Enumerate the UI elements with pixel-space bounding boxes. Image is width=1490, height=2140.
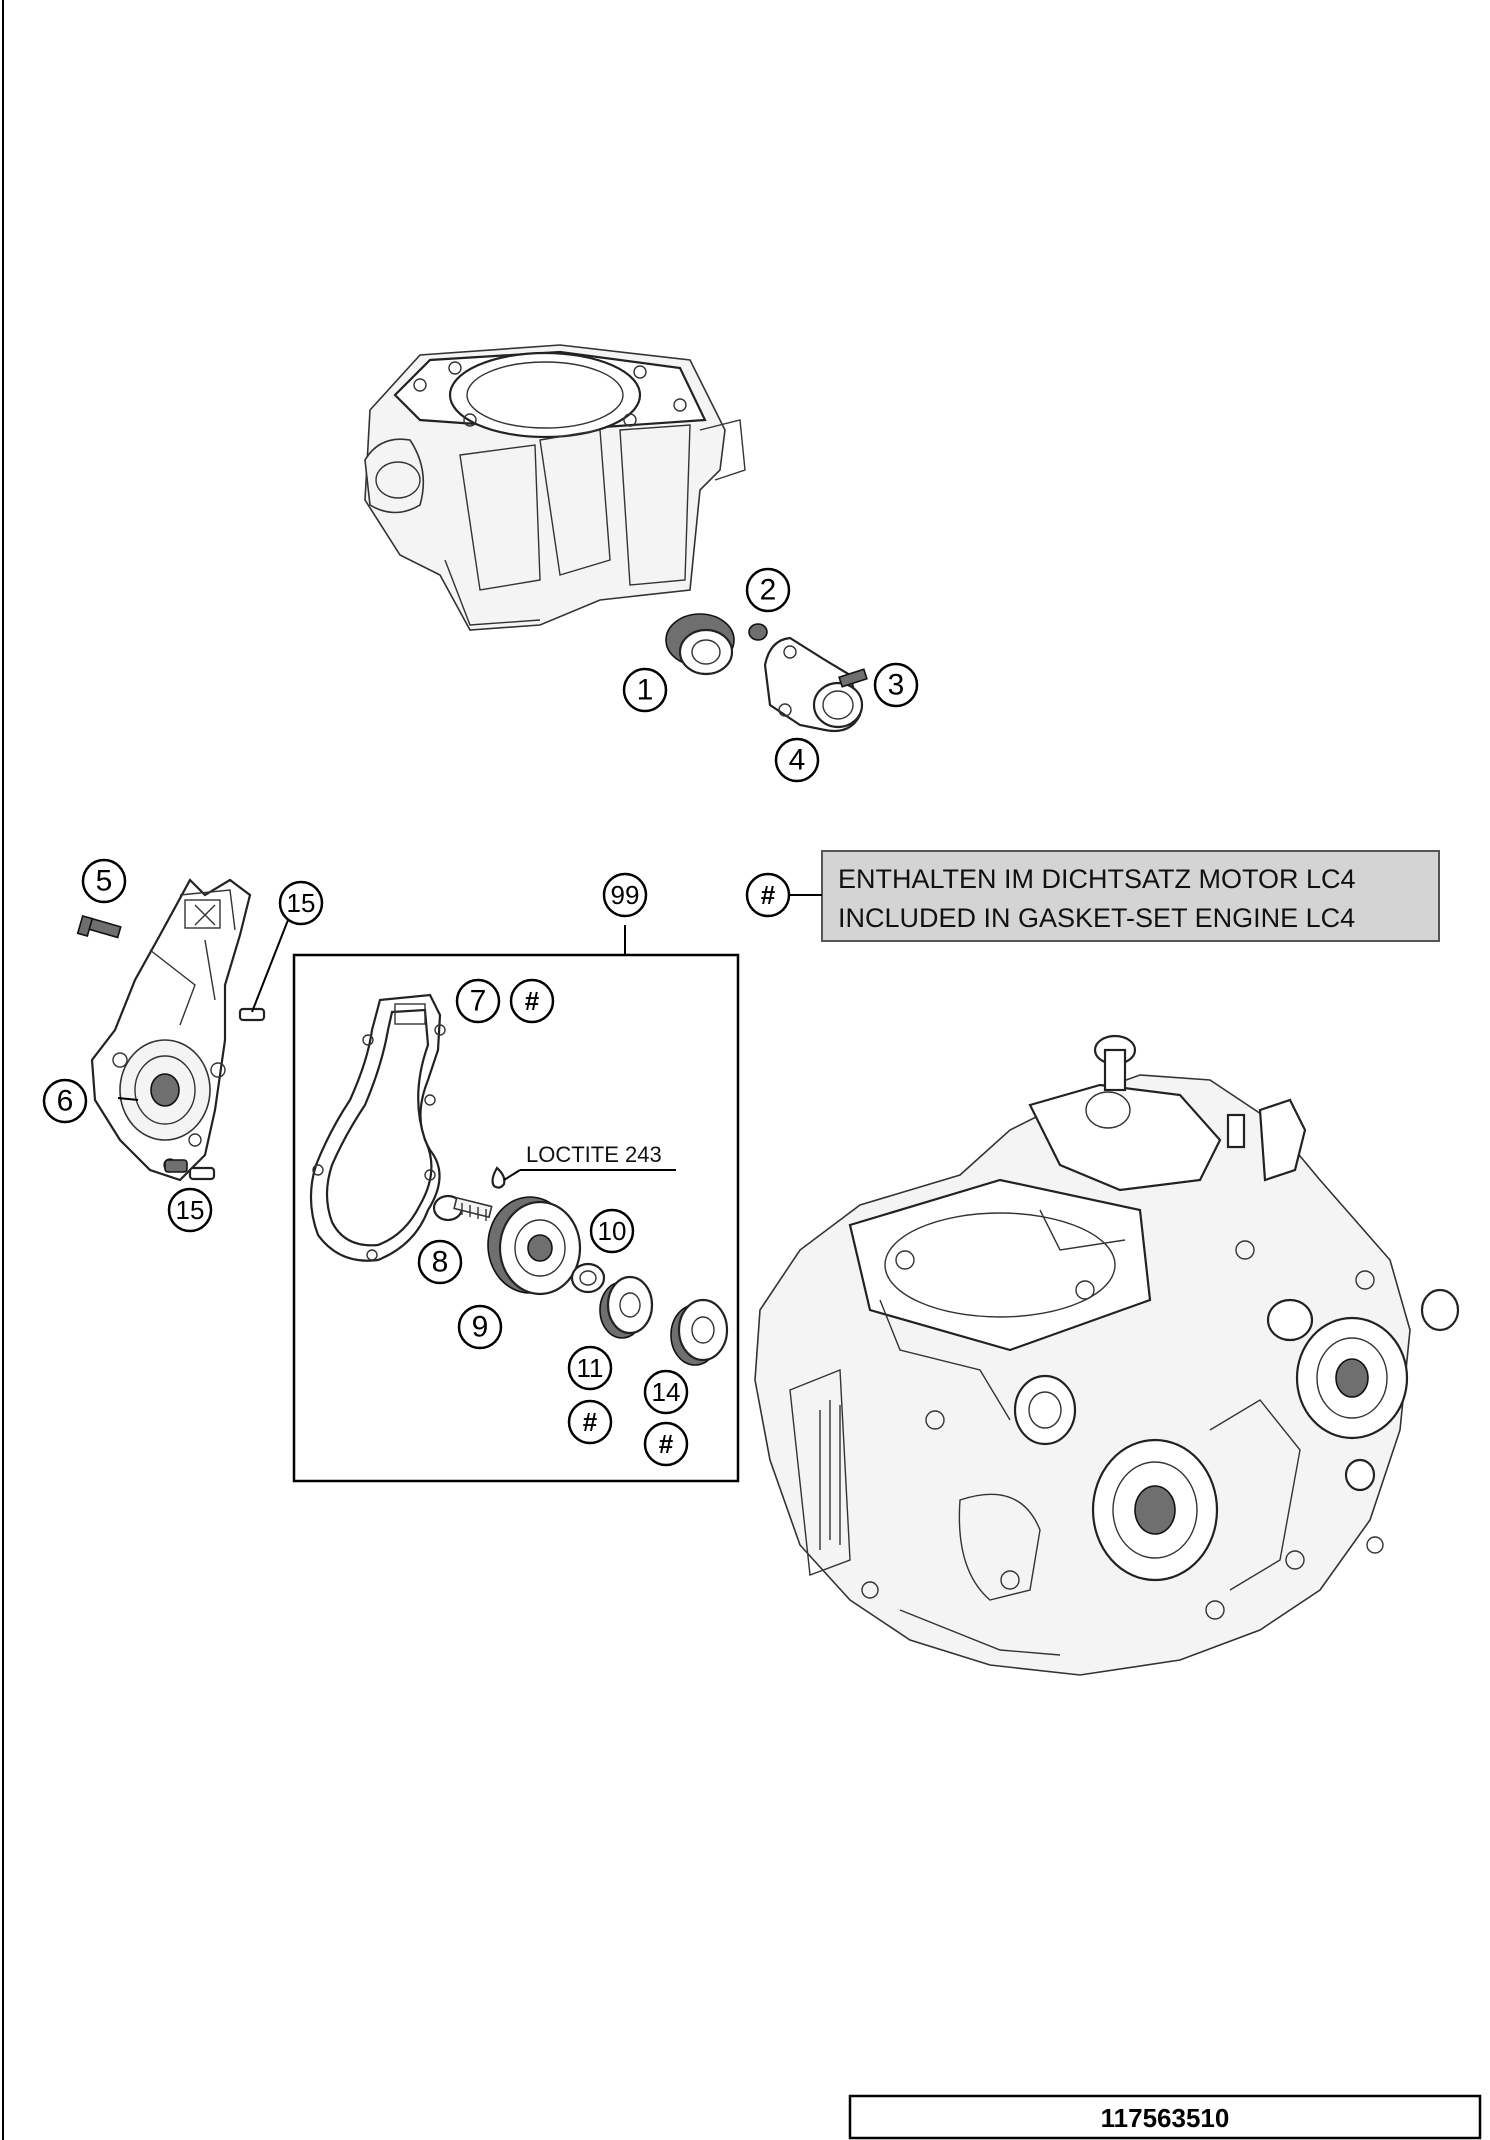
callout-7: 7	[455, 978, 501, 1024]
hash-marker-7: #	[509, 978, 555, 1024]
callout-15-bottom: 15	[167, 1187, 213, 1233]
svg-text:#: #	[583, 1407, 598, 1437]
small-oring-part	[748, 623, 768, 641]
svg-text:#: #	[525, 986, 540, 1016]
callout-4: 4	[774, 737, 820, 783]
callout-3: 3	[873, 662, 919, 708]
svg-text:LOCTITE 243: LOCTITE 243	[526, 1142, 662, 1167]
svg-text:4: 4	[789, 744, 806, 777]
svg-text:9: 9	[472, 1311, 489, 1344]
svg-text:#: #	[761, 880, 776, 910]
drawing-number: 117563510	[1101, 2103, 1230, 2133]
hash-marker-legend: #	[745, 872, 791, 918]
impeller-screw-part	[432, 1194, 493, 1222]
water-pump-cover-illustration	[90, 878, 252, 1182]
svg-text:10: 10	[598, 1216, 627, 1246]
shaft-seal-part-14	[670, 1298, 729, 1366]
svg-text:#: #	[659, 1429, 674, 1459]
hash-marker-11: #	[567, 1399, 613, 1445]
svg-text:5: 5	[96, 865, 113, 898]
callout-9: 9	[457, 1304, 503, 1350]
legend-box	[821, 850, 1440, 942]
screw-part-3	[838, 668, 868, 688]
callout-11: 11	[567, 1345, 613, 1391]
svg-text:7: 7	[470, 985, 487, 1018]
water-pump-gasket-part	[309, 993, 446, 1262]
svg-text:99: 99	[611, 880, 640, 910]
svg-text:8: 8	[432, 1246, 449, 1279]
thermostat-part	[665, 613, 735, 676]
callout-8: 8	[417, 1239, 463, 1285]
callout-1: 1	[622, 667, 668, 713]
callout-99: 99	[602, 872, 648, 918]
callout-14: 14	[643, 1369, 689, 1415]
legend-line-2: INCLUDED IN GASKET-SET ENGINE LC4	[838, 903, 1355, 933]
svg-text:15: 15	[287, 888, 316, 918]
callout-5: 5	[81, 858, 127, 904]
loctite-drop-icon	[491, 1166, 506, 1189]
dowel-pin-parts	[164, 1007, 266, 1181]
oring-part-10	[570, 1262, 606, 1294]
cylinder-illustration	[364, 344, 746, 631]
repair-kit-box	[292, 953, 740, 1483]
callout-2: 2	[745, 567, 791, 613]
thermostat-housing-part	[763, 636, 864, 733]
leader-lines	[117, 919, 289, 1101]
callout-6: 6	[42, 1078, 88, 1124]
svg-text:15: 15	[176, 1195, 205, 1225]
engine-crankcase-illustration	[754, 1034, 1460, 1676]
impeller-part	[487, 1196, 582, 1296]
svg-text:1: 1	[637, 674, 654, 707]
callout-15-top: 15	[278, 880, 324, 926]
loctite-label: LOCTITE 243	[503, 1142, 676, 1181]
callout-10: 10	[589, 1208, 635, 1254]
shaft-seal-part-11	[599, 1275, 654, 1339]
gasket-set-legend: ENTHALTEN IM DICHTSATZ MOTOR LC4 INCLUDE…	[790, 850, 1440, 942]
svg-text:2: 2	[760, 574, 777, 607]
screw-part-5	[76, 914, 122, 939]
svg-text:6: 6	[57, 1085, 74, 1118]
svg-text:3: 3	[888, 669, 905, 702]
svg-text:14: 14	[652, 1377, 681, 1407]
hash-marker-14: #	[643, 1421, 689, 1467]
drawing-number-box: 117563510	[848, 2094, 1482, 2140]
svg-text:11: 11	[577, 1353, 604, 1383]
legend-line-1: ENTHALTEN IM DICHTSATZ MOTOR LC4	[838, 864, 1356, 894]
